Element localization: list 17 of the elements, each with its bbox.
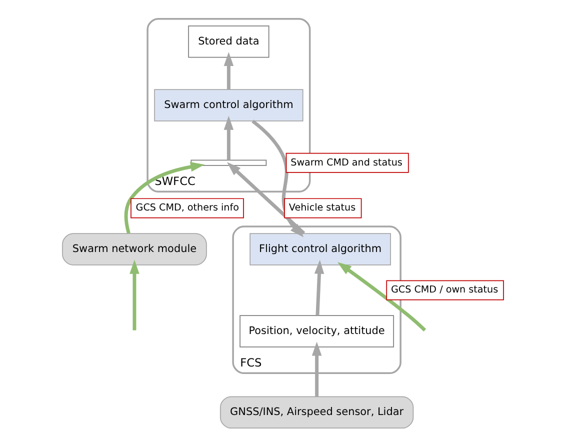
arrow [124,162,205,234]
node-box: Position, velocity, attitude [240,315,394,348]
node-box: Flight control algorithm [250,233,391,266]
arrow [130,260,140,330]
arrow [224,52,234,90]
node-box: Stored data [188,25,270,58]
node-box: Swarm network module [62,233,207,266]
arrow [337,262,426,332]
arrow [312,342,322,397]
node-box: GNSS/INS, Airspeed sensor, Lidar [220,396,414,429]
arrow [226,162,306,234]
node-bar [190,160,267,166]
edge-label: GCS CMD, others info [136,202,239,214]
arrow [224,116,234,160]
node-box: Swarm control algorithm [154,89,304,122]
edge-label: Vehicle status [288,202,356,214]
arrow [314,260,324,316]
